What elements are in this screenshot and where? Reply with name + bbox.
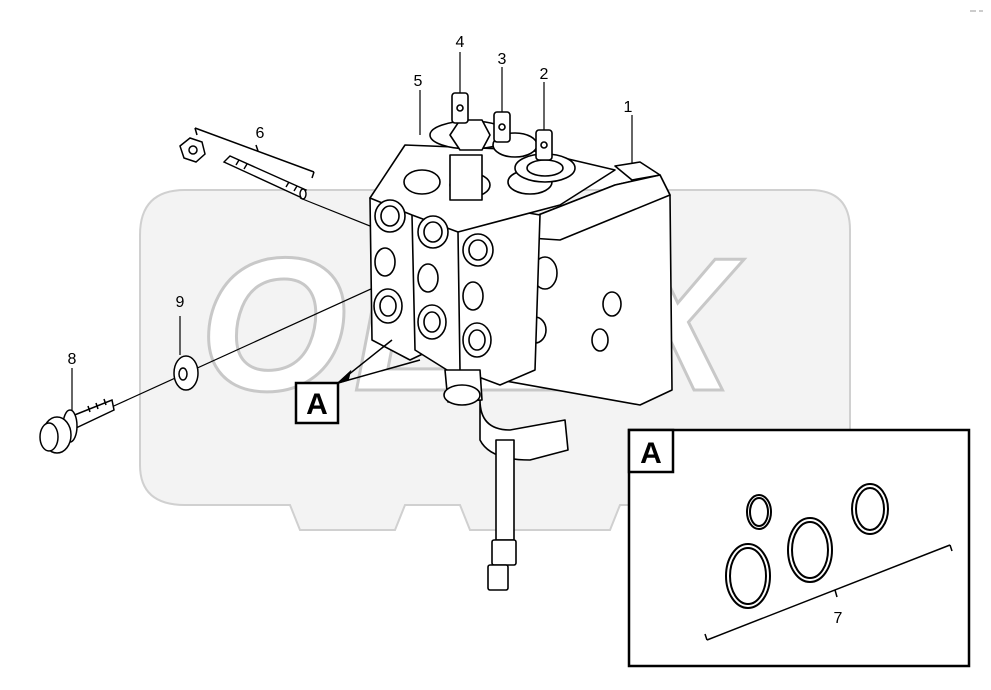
callouts: 1 2 3 4 5 6 8 9 xyxy=(68,34,633,368)
flange-bolt xyxy=(39,398,115,454)
o-ring-bracket xyxy=(704,544,953,641)
nut xyxy=(179,137,206,163)
callout-2: 2 xyxy=(540,66,549,83)
stud-bracket xyxy=(194,127,315,179)
callout-3: 3 xyxy=(498,51,507,68)
o-ring-large-middle xyxy=(787,517,833,583)
o-ring-small xyxy=(746,494,772,530)
callout-7: 7 xyxy=(834,610,843,627)
o-ring-medium-right xyxy=(851,483,889,535)
washer xyxy=(173,355,199,391)
detail-marker-label: A xyxy=(306,388,328,421)
detail-marker-box: A xyxy=(294,381,340,425)
callout-9: 9 xyxy=(176,294,185,311)
callout-8: 8 xyxy=(68,351,77,368)
o-rings xyxy=(725,483,889,609)
callout-4: 4 xyxy=(456,34,465,51)
o-ring-large-left xyxy=(725,543,771,609)
detail-box-label: A xyxy=(640,437,662,470)
callout-5: 5 xyxy=(414,73,423,90)
callout-6: 6 xyxy=(256,125,265,142)
detail-pointer xyxy=(337,339,421,384)
control-valve xyxy=(369,92,673,591)
callout-1: 1 xyxy=(624,99,633,116)
stud xyxy=(222,155,308,200)
detail-box: A 7 xyxy=(627,428,971,668)
